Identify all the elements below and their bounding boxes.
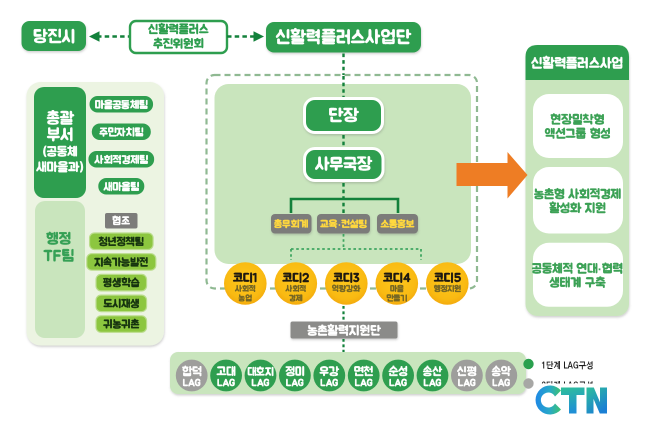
svg-text:주민자치팀: 주민자치팀: [99, 127, 143, 139]
svg-text:LAG: LAG: [286, 378, 304, 388]
svg-text:마을공동체팀: 마을공동체팀: [95, 98, 148, 111]
svg-text:액션그룹 형성: 액션그룹 형성: [545, 127, 611, 141]
svg-text:총괄: 총괄: [46, 109, 74, 128]
svg-text:귀농귀촌: 귀농귀촌: [103, 318, 139, 331]
svg-text:신활력플러스사업단: 신활력플러스사업단: [276, 28, 412, 48]
svg-text:도시재생: 도시재생: [103, 298, 139, 310]
svg-text:농업: 농업: [239, 294, 253, 303]
svg-text:LAG: LAG: [217, 378, 235, 388]
svg-text:송악: 송악: [492, 365, 511, 378]
svg-text:행정: 행정: [46, 231, 71, 248]
svg-text:1단계 LAG구성: 1단계 LAG구성: [542, 361, 594, 371]
svg-text:코디4: 코디4: [383, 272, 411, 285]
svg-text:사회적: 사회적: [235, 285, 256, 294]
svg-text:합덕: 합덕: [182, 365, 202, 378]
svg-text:면천: 면천: [354, 365, 374, 378]
svg-text:지속가능발전: 지속가능발전: [94, 257, 148, 269]
svg-text:대호지: 대호지: [247, 366, 274, 378]
svg-text:새마을과): 새마을과): [36, 161, 84, 175]
svg-text:LAG: LAG: [458, 378, 476, 388]
svg-text:신평: 신평: [456, 365, 476, 378]
svg-text:LAG: LAG: [423, 378, 441, 388]
svg-text:당진시: 당진시: [33, 29, 75, 47]
svg-text:만들기: 만들기: [386, 294, 407, 303]
svg-text:코디1: 코디1: [233, 272, 258, 285]
svg-text:행정지원: 행정지원: [434, 285, 461, 294]
svg-text:추진위원회: 추진위원회: [152, 37, 204, 51]
svg-text:청년정책팀: 청년정책팀: [99, 235, 144, 248]
svg-text:활성화 지원: 활성화 지원: [549, 200, 606, 215]
svg-text:LAG: LAG: [251, 378, 269, 388]
svg-text:사회적경제팀: 사회적경제팀: [93, 154, 148, 166]
svg-text:신활력플러스사업: 신활력플러스사업: [530, 56, 623, 71]
svg-text:순성: 순성: [389, 365, 409, 378]
svg-text:코디5: 코디5: [434, 272, 461, 285]
svg-text:사회적: 사회적: [286, 285, 307, 294]
svg-text:송산: 송산: [423, 365, 442, 378]
svg-text:농촌형 사회적경제: 농촌형 사회적경제: [534, 187, 622, 201]
svg-text:총무회계: 총무회계: [274, 219, 308, 231]
svg-text:생태계 구축: 생태계 구축: [549, 276, 606, 290]
svg-text:우강: 우강: [320, 365, 340, 378]
svg-text:경제: 경제: [289, 294, 303, 303]
svg-text:LAG: LAG: [492, 378, 510, 388]
svg-text:마을: 마을: [389, 285, 404, 294]
svg-text:고대: 고대: [217, 365, 237, 378]
svg-text:소통홍보: 소통홍보: [381, 219, 415, 231]
svg-text:TF팀: TF팀: [43, 249, 74, 265]
svg-text:LAG: LAG: [355, 378, 373, 388]
svg-text:(공동체: (공동체: [42, 145, 78, 159]
svg-text:코디2: 코디2: [282, 272, 309, 285]
svg-text:LAG: LAG: [389, 378, 407, 388]
svg-text:역량강화: 역량강화: [332, 285, 361, 294]
svg-text:농촌활력지원단: 농촌활력지원단: [307, 323, 382, 338]
svg-text:코디3: 코디3: [333, 272, 360, 285]
svg-text:공동체적 연대·협력: 공동체적 연대·협력: [532, 262, 623, 276]
svg-text:단장: 단장: [328, 107, 359, 126]
svg-text:협조: 협조: [112, 216, 130, 228]
svg-text:신활력플러스: 신활력플러스: [148, 23, 209, 37]
svg-text:평생학습: 평생학습: [103, 278, 140, 290]
svg-text:사무국장: 사무국장: [315, 156, 373, 174]
svg-text:LAG: LAG: [320, 378, 338, 388]
svg-text:교육·컨설팅: 교육·컨설팅: [320, 219, 368, 231]
svg-text:새마을팀: 새마을팀: [103, 181, 139, 193]
svg-text:현장밀착형: 현장밀착형: [551, 113, 605, 127]
svg-text:부서: 부서: [47, 127, 74, 145]
svg-text:정미: 정미: [286, 365, 305, 378]
svg-text:LAG: LAG: [183, 378, 201, 388]
